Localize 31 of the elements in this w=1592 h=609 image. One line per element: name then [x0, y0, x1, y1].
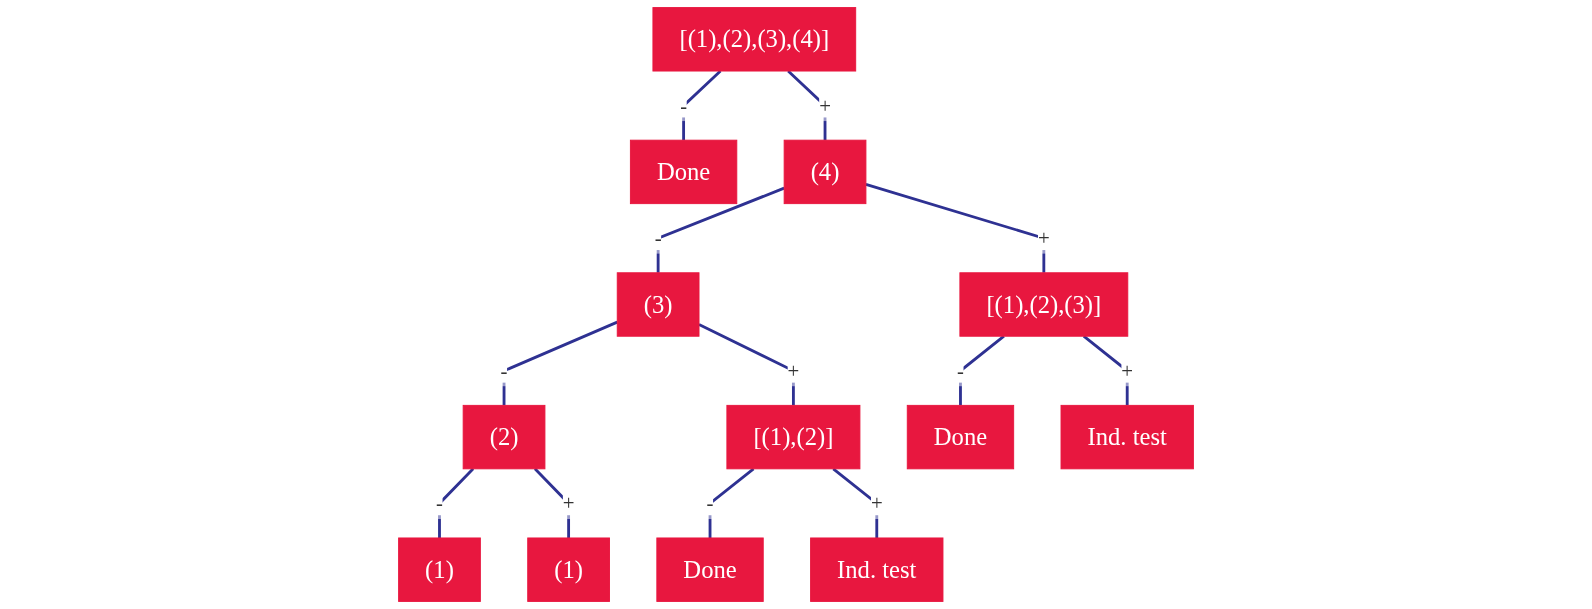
node-box: (3) [616, 272, 700, 337]
edge-label: - [436, 491, 443, 516]
connector [698, 323, 795, 406]
edge-label: + [1037, 226, 1050, 251]
node-box: (2) [462, 404, 546, 470]
connector [787, 70, 827, 141]
edge-label: - [957, 358, 964, 383]
connector [533, 467, 571, 538]
node-box: [(1),(2),(3)] [959, 272, 1129, 337]
node-box: Done [629, 139, 738, 205]
edge-label: + [562, 491, 575, 516]
connector [832, 467, 879, 538]
node-box: Ind. test [810, 537, 944, 602]
edge-label: + [870, 491, 883, 516]
connector [865, 182, 1046, 273]
node-box: (1) [527, 537, 610, 602]
edge-label: + [787, 358, 800, 383]
edge-label: - [654, 226, 662, 251]
node-box: (4) [783, 139, 867, 205]
node-box: Done [656, 537, 764, 602]
edge-label: - [500, 358, 508, 383]
edge-label: - [706, 491, 714, 516]
node-box: Ind. test [1060, 404, 1194, 470]
node-box: (1) [398, 537, 481, 602]
edge-label: + [1121, 358, 1134, 383]
connector [1082, 335, 1129, 406]
node-box: [(1),(2)] [726, 404, 861, 470]
edge-label: + [819, 93, 831, 118]
node-box: Done [906, 404, 1015, 470]
node-box: [(1),(2),(3),(4)] [652, 7, 857, 72]
edge-label: - [680, 93, 688, 118]
